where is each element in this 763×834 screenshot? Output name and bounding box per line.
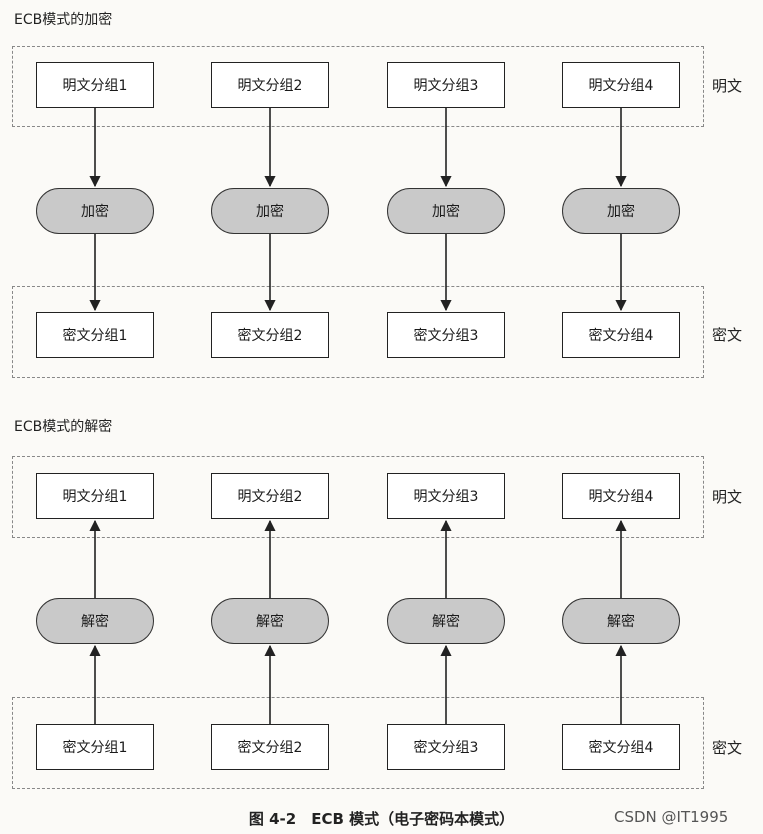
decryption-ciphertext-label: 密文 [712,739,743,757]
decrypt-operation-2: 解密 [211,598,329,644]
encrypt-operation-2: 加密 [211,188,329,234]
encryption-plaintext-block-2: 明文分组2 [211,62,329,108]
encryption-ciphertext-block-1: 密文分组1 [36,312,154,358]
encryption-plaintext-frame [12,46,704,127]
decrypt-operation-4: 解密 [562,598,680,644]
decryption-plaintext-block-2: 明文分组2 [211,473,329,519]
watermark: CSDN @IT1995 [614,808,729,826]
decryption-ciphertext-frame [12,697,704,789]
encryption-ciphertext-block-2: 密文分组2 [211,312,329,358]
encrypt-operation-1: 加密 [36,188,154,234]
decryption-plaintext-block-1: 明文分组1 [36,473,154,519]
decryption-ciphertext-block-3: 密文分组3 [387,724,505,770]
decryption-plaintext-block-4: 明文分组4 [562,473,680,519]
encryption-ciphertext-label: 密文 [712,326,743,344]
decryption-ciphertext-block-2: 密文分组2 [211,724,329,770]
decryption-plaintext-block-3: 明文分组3 [387,473,505,519]
encryption-ciphertext-frame [12,286,704,378]
encryption-plaintext-block-4: 明文分组4 [562,62,680,108]
decryption-plaintext-label: 明文 [712,488,743,506]
decryption-ciphertext-block-1: 密文分组1 [36,724,154,770]
decrypt-operation-1: 解密 [36,598,154,644]
decryption-title: ECB模式的解密 [14,419,113,435]
encrypt-operation-4: 加密 [562,188,680,234]
encryption-ciphertext-block-4: 密文分组4 [562,312,680,358]
decryption-ciphertext-block-4: 密文分组4 [562,724,680,770]
encryption-plaintext-block-3: 明文分组3 [387,62,505,108]
encrypt-operation-3: 加密 [387,188,505,234]
encryption-ciphertext-block-3: 密文分组3 [387,312,505,358]
encryption-title: ECB模式的加密 [14,12,113,28]
decryption-plaintext-frame [12,456,704,538]
decrypt-operation-3: 解密 [387,598,505,644]
figure-caption: 图 4-2 ECB 模式（电子密码本模式） [248,810,515,828]
encryption-plaintext-label: 明文 [712,77,743,95]
encryption-plaintext-block-1: 明文分组1 [36,62,154,108]
